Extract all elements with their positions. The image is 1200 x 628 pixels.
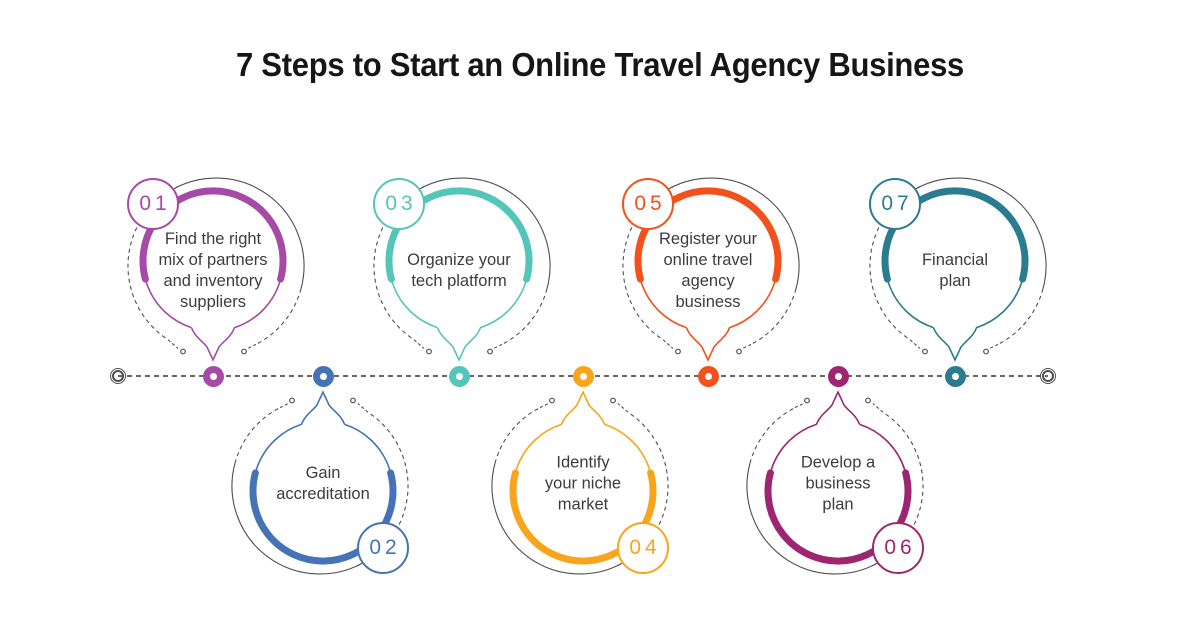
step-bubble-05: 05 Register your online travel agency bu…: [608, 169, 808, 369]
step-number-badge: 06: [872, 522, 924, 574]
step-number-badge: 07: [869, 178, 921, 230]
step-number-badge: 04: [617, 522, 669, 574]
step-number-badge: 05: [622, 178, 674, 230]
step-bubble-07: 07 Financial plan: [855, 169, 1055, 369]
step-bubble-02: 02 Gain accreditation: [223, 383, 423, 583]
timeline-end-bullseye-icon: [1040, 368, 1056, 384]
step-label: Gain accreditation: [276, 463, 370, 503]
step-number: 02: [369, 536, 401, 559]
timeline-dot-step-02: [312, 365, 334, 387]
step-bubble-04: 04 Identify your niche market: [483, 383, 683, 583]
step-number: 05: [634, 192, 666, 215]
timeline-dot-step-03: [448, 365, 470, 387]
timeline-dot-step-05: [697, 365, 719, 387]
step-number-badge: 02: [357, 522, 409, 574]
step-label: Develop a business plan: [800, 453, 876, 514]
timeline-dot-step-04: [572, 365, 594, 387]
step-number-badge: 01: [127, 178, 179, 230]
step-number: 06: [884, 536, 916, 559]
step-number: 03: [385, 192, 417, 215]
timeline-start-bullseye-icon: [110, 368, 126, 384]
step-number: 04: [629, 536, 661, 559]
step-number: 07: [881, 192, 913, 215]
infographic-title: 7 Steps to Start an Online Travel Agency…: [235, 46, 965, 83]
timeline-dot-step-01: [202, 365, 224, 387]
timeline-dot-step-07: [944, 365, 966, 387]
step-label: Identify your niche market: [544, 453, 622, 514]
step-bubble-06: 06 Develop a business plan: [738, 383, 938, 583]
step-label: Find the right mix of partners and inven…: [158, 229, 268, 312]
step-number-badge: 03: [373, 178, 425, 230]
timeline-dot-step-06: [827, 365, 849, 387]
step-label: Organize your tech platform: [407, 250, 511, 290]
step-label: Financial plan: [921, 250, 989, 290]
step-bubble-03: 03 Organize your tech platform: [359, 169, 559, 369]
step-bubble-01: 01 Find the right mix of partners and in…: [113, 169, 313, 369]
step-label: Register your online travel agency busin…: [658, 229, 758, 312]
step-number: 01: [139, 192, 171, 215]
